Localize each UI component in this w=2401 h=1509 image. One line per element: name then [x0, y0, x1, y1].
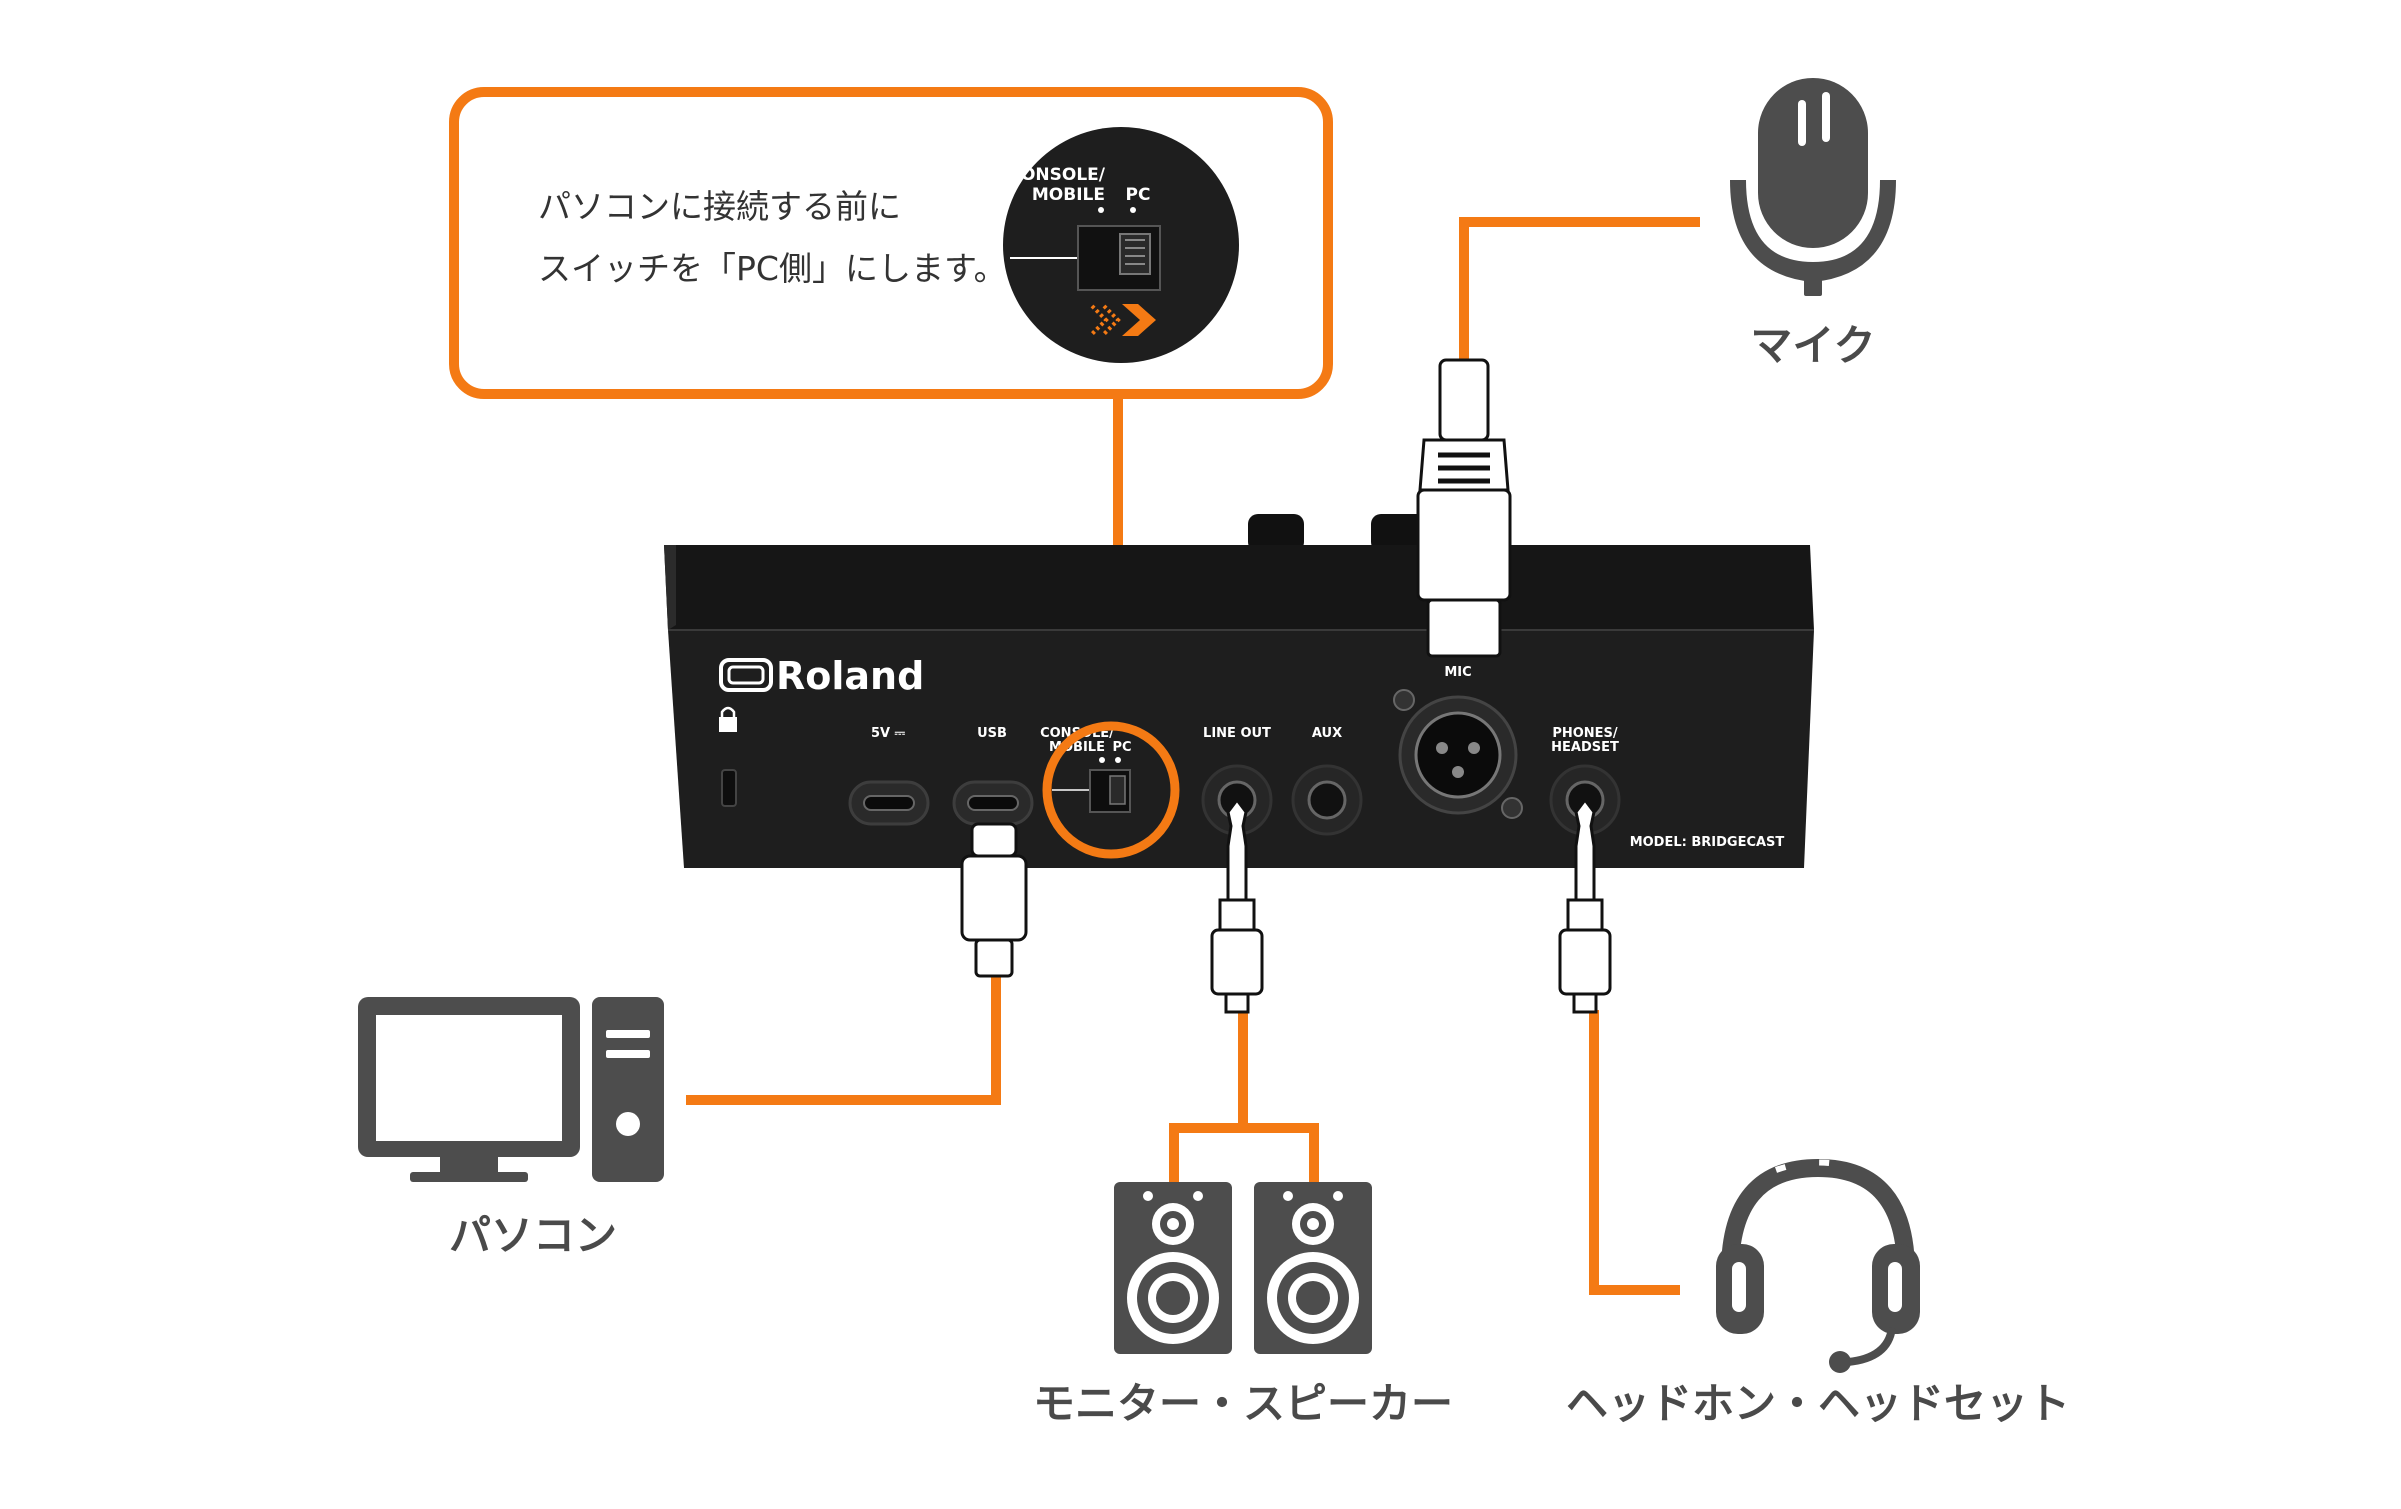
knob-right: [1371, 514, 1427, 552]
port-usb: [952, 780, 1034, 826]
trs-plug-phones: [1558, 797, 1612, 1014]
speaker-right-icon: [1254, 1182, 1372, 1354]
arrow-right-icon: [1090, 304, 1156, 336]
label-pc: パソコン: [449, 1211, 617, 1260]
callout-text-line1: パソコンに接続する前に: [538, 187, 901, 226]
usb-c-plug: [960, 822, 1028, 978]
computer-icon: [358, 997, 664, 1182]
port-label-phones: PHONES/: [1552, 726, 1618, 741]
model-label: MODEL: BRIDGECAST: [1630, 835, 1785, 850]
switch-highlight-ring: [1042, 721, 1180, 859]
headset-icon: [1716, 1158, 1920, 1373]
port-label-line-out: LINE OUT: [1203, 726, 1271, 741]
xlr-plug: [1416, 358, 1512, 658]
knob-left: [1248, 514, 1304, 552]
port-label-pc: PC: [1112, 740, 1131, 755]
trs-plug-line-out: [1210, 797, 1264, 1014]
port-mic: [1393, 689, 1523, 819]
switch-zoom-icon: ONSOLE/ MOBILE PC: [1003, 127, 1239, 363]
console-pc-switch: [1052, 769, 1131, 813]
port-label-headset: HEADSET: [1551, 740, 1619, 755]
speaker-left-icon: [1114, 1182, 1232, 1354]
port-aux: [1291, 764, 1363, 836]
zoom-label-mobile: MOBILE: [1032, 185, 1105, 205]
callout-text-line2: スイッチを「PC側」にします。: [538, 249, 1007, 288]
label-mic: マイク: [1750, 321, 1875, 370]
label-speakers: モニター・スピーカー: [1033, 1379, 1453, 1428]
port-label-usb: USB: [977, 726, 1007, 741]
label-headset: ヘッドホン・ヘッドセット: [1566, 1379, 2070, 1428]
zoom-label-pc: PC: [1126, 185, 1151, 205]
port-label-mic: MIC: [1444, 665, 1471, 680]
microphone-icon: [1730, 78, 1896, 296]
port-label-5v: 5V ⎓: [871, 726, 906, 741]
brand-name: Roland: [776, 654, 924, 698]
port-5v: [848, 780, 930, 826]
bridgecast-device: Roland 5V ⎓ USB CONSOLE/ MOBILE PC LINE …: [664, 514, 1814, 868]
lock-icon: [719, 706, 737, 807]
roland-logo: Roland: [719, 654, 924, 698]
zoom-label-console: ONSOLE/: [1021, 165, 1106, 185]
port-label-aux: AUX: [1312, 726, 1342, 741]
